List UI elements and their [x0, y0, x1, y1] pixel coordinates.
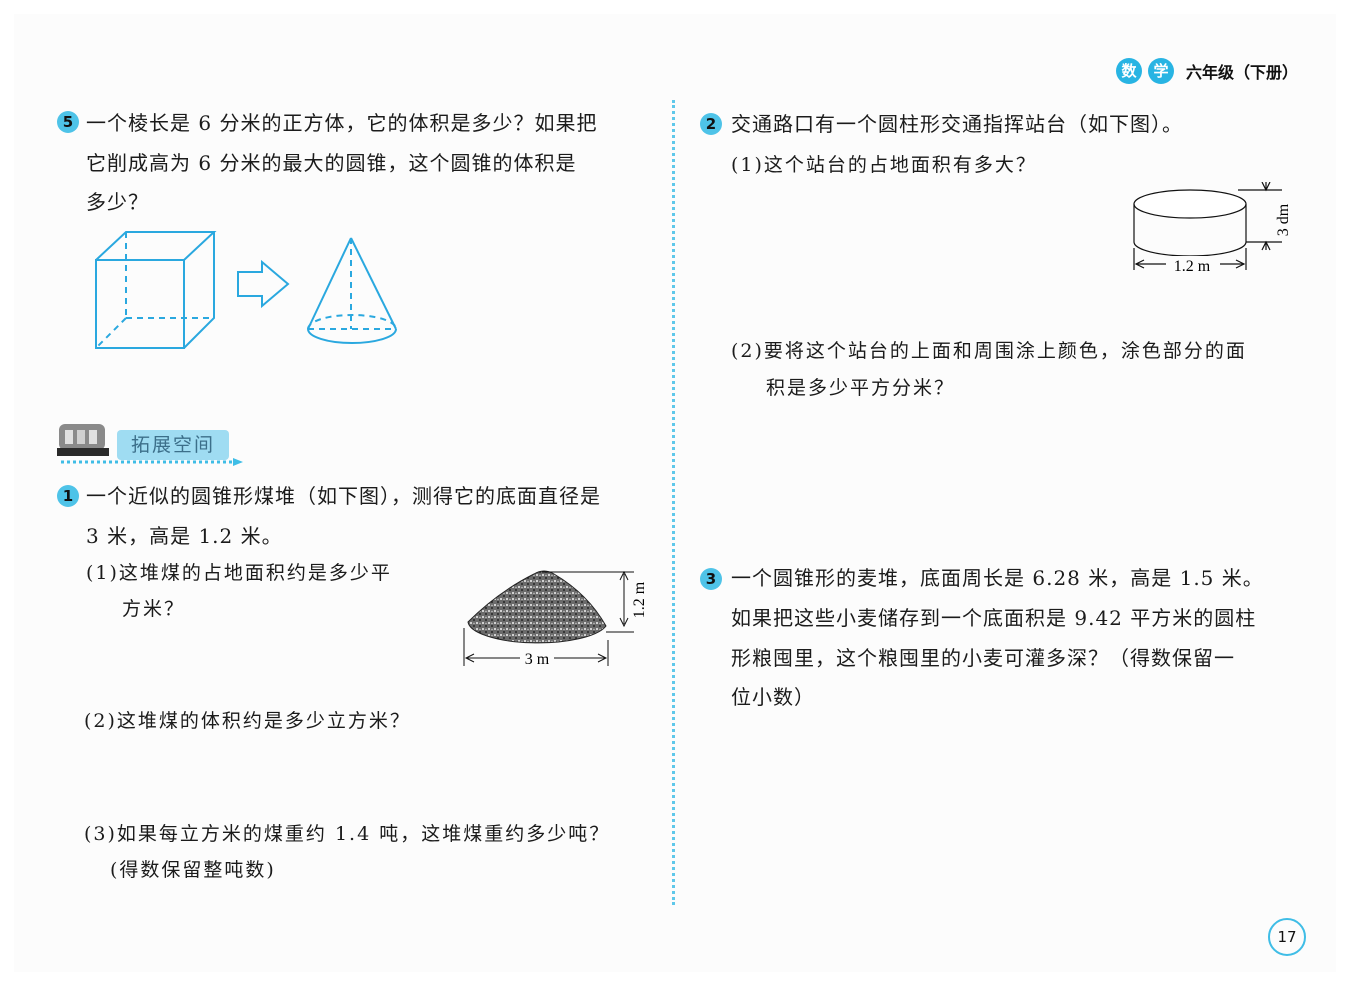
q1-sub2: (2)这堆煤的体积约是多少立方米？ [84, 710, 411, 732]
subject-badge-2: 学 [1147, 58, 1174, 84]
q3-line-4: 位小数） [731, 685, 815, 709]
q5-line-3: 多少？ [86, 190, 149, 214]
q1-sub3-line-1: (3)如果每立方米的煤重约 1.4 吨，这堆煤重约多少吨？ [84, 823, 611, 845]
right-arrow-icon [237, 259, 290, 309]
q2-sub2-line-2: 积是多少平方分米？ [766, 377, 956, 399]
q2-sub1: (1)这个站台的占地面积有多大？ [731, 154, 1037, 176]
question-number-3: 3 [700, 568, 722, 590]
q1-sub3-line-2: (得数保留整吨数) [110, 859, 276, 881]
q2-line-1: 交通路口有一个圆柱形交通指挥站台（如下图）。 [731, 112, 1183, 136]
coal-pile-figure: 3 m 1.2 m [463, 570, 648, 668]
q2-sub2-line-1: (2)要将这个站台的上面和周围涂上颜色，涂色部分的面 [731, 340, 1247, 362]
q1-sub1-line-2: 方米？ [122, 598, 186, 620]
q1-line-2: 3 米，高是 1.2 米。 [86, 524, 283, 548]
page-header: 数 学 六年级（下册） [1115, 58, 1298, 84]
q1-sub1-line-1: (1)这堆煤的占地面积约是多少平 [86, 562, 392, 584]
workbook-page [14, 14, 1336, 972]
section-banner-title: 拓展空间 [117, 430, 229, 460]
q3-line-3: 形粮囤里，这个粮囤里的小麦可灌多深？（得数保留一 [731, 646, 1235, 670]
cylinder-diameter-label: 1.2 m [1174, 258, 1211, 275]
subject-badge-1: 数 [1115, 58, 1142, 84]
coal-height-label: 1.2 m [631, 581, 648, 618]
cube-front-face [95, 259, 185, 349]
cylinder-figure: 1.2 m 3 dm [1133, 182, 1292, 275]
q1-line-1: 一个近似的圆锥形煤堆（如下图），测得它的底面直径是 [86, 484, 601, 508]
section-banner: 拓展空间 [55, 418, 245, 468]
column-divider [672, 100, 675, 905]
banner-dotted-line [61, 458, 243, 466]
cube-to-cone-figure [95, 231, 397, 349]
page-number: 17 [1268, 918, 1306, 956]
coal-base-label: 3 m [525, 651, 550, 668]
q3-line-2: 如果把这些小麦储存到一个底面积是 9.42 平方米的圆柱 [731, 606, 1257, 630]
question-number-5: 5 [57, 111, 79, 133]
question-number-2: 2 [700, 113, 722, 135]
question-number-1: 1 [57, 485, 79, 507]
grade-label: 六年级（下册） [1185, 63, 1298, 82]
q3-line-1: 一个圆锥形的麦堆，底面周长是 6.28 米，高是 1.5 米。 [731, 566, 1264, 590]
cylinder-height-label: 3 dm [1275, 203, 1292, 236]
q5-line-1: 一个棱长是 6 分米的正方体，它的体积是多少？如果把 [86, 111, 598, 135]
train-icon [57, 424, 109, 456]
q5-line-2: 它削成高为 6 分米的最大的圆锥，这个圆锥的体积是 [86, 151, 577, 175]
